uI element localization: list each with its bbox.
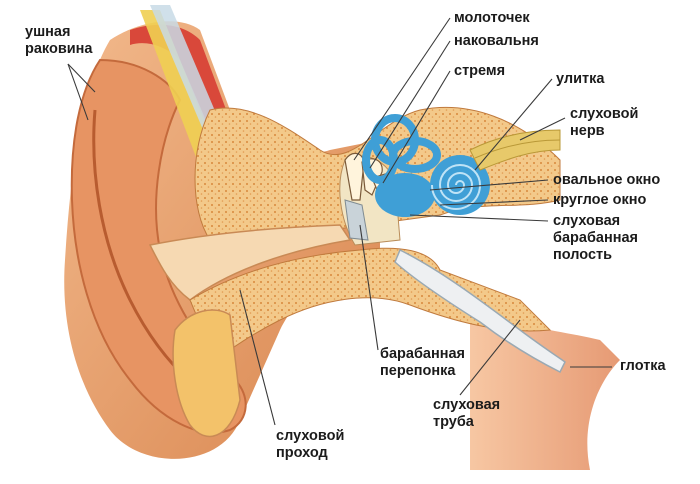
label-pharynx: глотка [620, 358, 666, 374]
vestibule-shape [375, 173, 435, 217]
label-incus: наковальня [454, 33, 539, 49]
label-malleus: молоточек [454, 10, 530, 26]
label-eustachian-tube: слуховая труба [433, 397, 501, 430]
label-stapes: стремя [454, 63, 506, 79]
eardrum-shape [344, 199, 369, 241]
label-pinna: ушная раковина [25, 24, 93, 57]
ear-canal [148, 224, 352, 301]
label-tympanic-cavity: слуховая барабанная полость [553, 213, 639, 263]
label-auditory-nerve: слуховой нерв [570, 106, 639, 139]
lower-cartilage [172, 309, 241, 438]
malleus-shape [344, 152, 365, 201]
auditory-nerve-shape [469, 129, 561, 171]
label-ear-canal: слуховой проход [276, 428, 345, 461]
label-round-window: круглое окно [553, 192, 647, 208]
label-oval-window: овальное окно [553, 172, 661, 188]
label-cochlea: улитка [556, 71, 605, 87]
eustachian-tube-shape [394, 248, 566, 374]
pointer-lines [67, 17, 612, 426]
label-eardrum: барабанная перепонка [380, 346, 466, 379]
